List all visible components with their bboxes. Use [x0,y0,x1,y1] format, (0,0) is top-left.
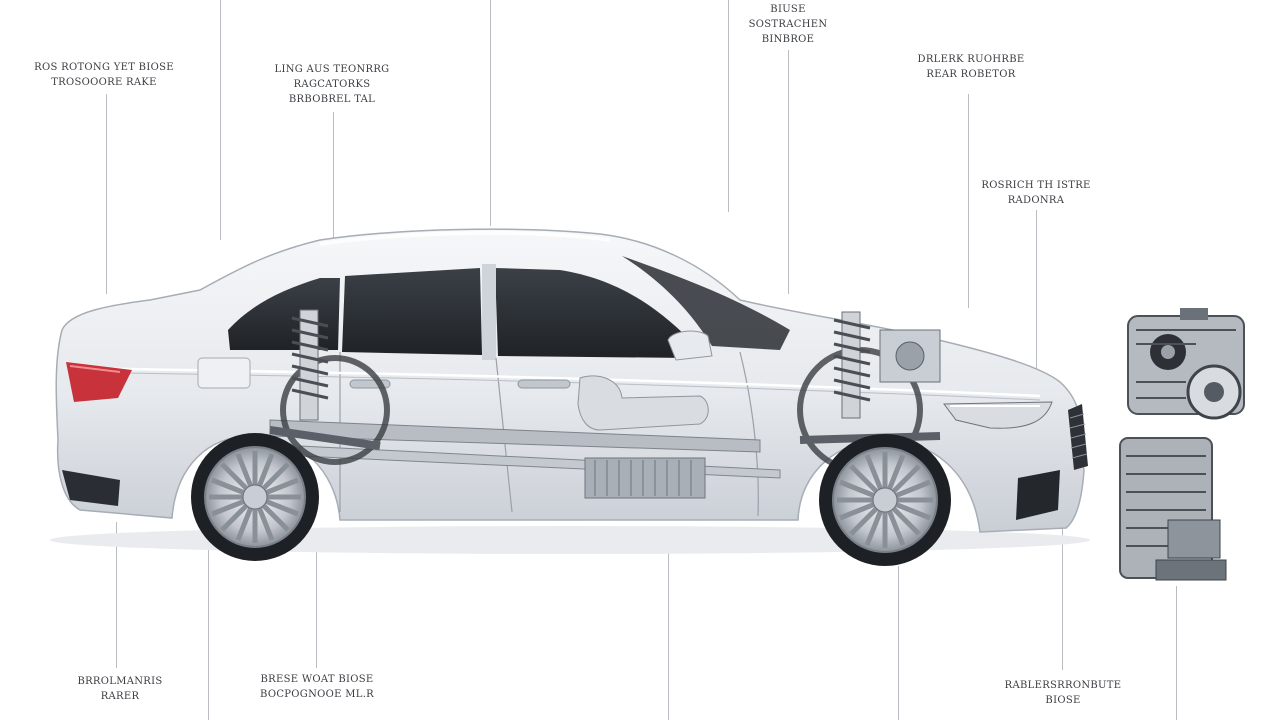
leader-line [728,0,729,212]
rear-wheel-icon [191,433,319,561]
rear-door-window [342,268,482,355]
rear-diffuser [62,470,120,506]
side-mirror [667,330,713,361]
front-door-window [495,268,690,358]
leader-line [788,50,789,294]
roof-highlight [319,230,611,246]
leader-line [116,522,117,668]
fog-light-intake [1016,470,1060,520]
leader-line [968,94,969,308]
headlight [943,401,1053,429]
exhaust-muffler [584,457,706,499]
leader-line [490,0,491,226]
door-seam [739,351,759,517]
fuel-door [197,357,251,389]
seat-cutaway [577,375,709,431]
leader-line [220,0,221,240]
leader-line [333,112,334,240]
engine-block-icon [1127,308,1245,420]
front-wheel-icon [819,434,951,566]
leader-line [208,548,209,720]
leader-line [1062,520,1063,670]
windshield [622,256,790,350]
door-handle [517,379,571,389]
leader-line [668,534,669,720]
b-pillar [482,264,496,360]
leader-line [1176,586,1177,720]
engine-block-icon [1119,437,1227,581]
leader-line [898,566,899,720]
leader-line [1036,210,1037,400]
leader-line [316,528,317,668]
front-grille [1068,404,1088,470]
coilover-suspension-icon [269,309,390,465]
leader-line [106,94,107,294]
